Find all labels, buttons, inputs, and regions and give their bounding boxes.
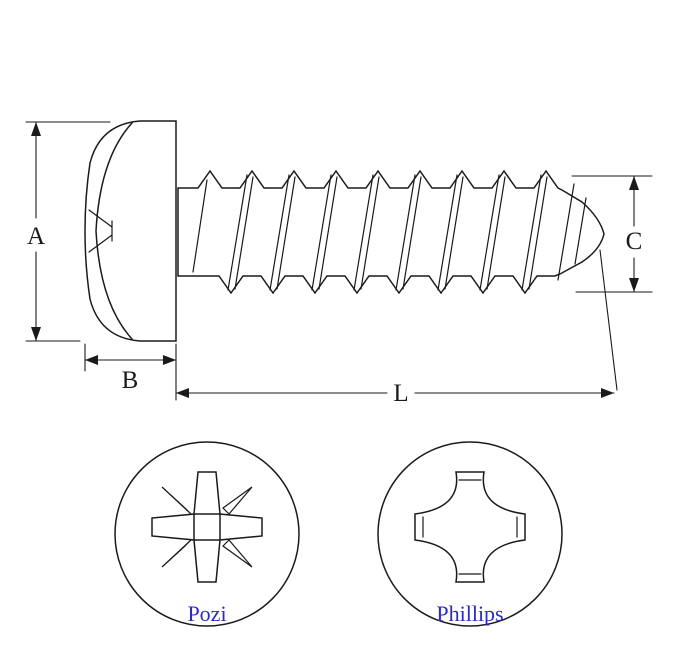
arrow-a-up	[31, 122, 41, 136]
pozi-wedge-marks	[161, 486, 253, 568]
dimension-l-lines	[175, 249, 618, 394]
dimension-arrowheads	[31, 122, 639, 398]
dimension-a-label: A	[27, 223, 45, 250]
pozi-label: Pozi	[187, 601, 226, 626]
phillips-label: Phillips	[436, 601, 503, 626]
arrow-a-down	[31, 327, 41, 341]
arrow-b-right	[163, 355, 176, 365]
arrow-b-left	[85, 355, 98, 365]
arrow-c-up	[629, 176, 639, 190]
arrow-l-left	[176, 388, 189, 398]
phillips-tip-detail-lines	[422, 479, 518, 575]
dimension-l-label: L	[393, 380, 408, 407]
dimension-c-lines	[571, 175, 653, 293]
drawing-lines	[25, 120, 653, 627]
pozi-drive-view	[114, 441, 300, 627]
arrow-l-right	[601, 388, 614, 398]
screw-shank-outline	[177, 169, 605, 295]
arrow-c-down	[629, 278, 639, 292]
dimension-a-lines	[25, 121, 111, 342]
screw-head-outline	[84, 120, 177, 342]
dimension-b-label: B	[122, 367, 139, 394]
thread-flank-lines	[192, 174, 587, 291]
dimension-b-lines	[84, 343, 177, 401]
screw-head-dome-line	[95, 122, 133, 340]
phillips-drive-view	[377, 441, 563, 627]
dimension-lines	[25, 121, 653, 401]
pozi-center-square	[193, 513, 221, 541]
screw-head-recess-lines	[88, 209, 113, 253]
phillips-cross-outline	[414, 471, 526, 583]
dimension-c-label: C	[626, 228, 643, 255]
